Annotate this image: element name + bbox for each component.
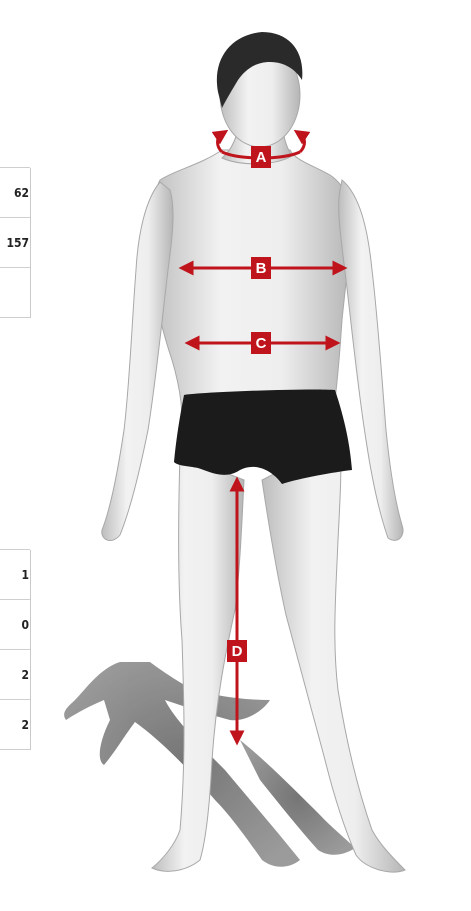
marker-neck: A: [251, 146, 271, 168]
size-table-bottom: 1 0 2 2: [0, 550, 31, 750]
marker-chest: B: [251, 257, 271, 279]
table-cell: [0, 267, 30, 318]
marker-waist: C: [251, 332, 271, 354]
table-cell: 1: [0, 549, 30, 600]
table-cell: 0: [0, 599, 30, 650]
table-cell: 157: [0, 217, 30, 268]
neck-arrow: [218, 134, 223, 152]
table-cell: 2: [0, 649, 30, 700]
torso: [150, 150, 352, 420]
neck-arrow-right: [300, 134, 305, 152]
table-cell: 62: [0, 167, 30, 218]
size-table-top: 62 157: [0, 168, 31, 318]
marker-inseam: D: [227, 640, 247, 662]
legs: [152, 440, 405, 872]
table-cell: 2: [0, 699, 30, 750]
